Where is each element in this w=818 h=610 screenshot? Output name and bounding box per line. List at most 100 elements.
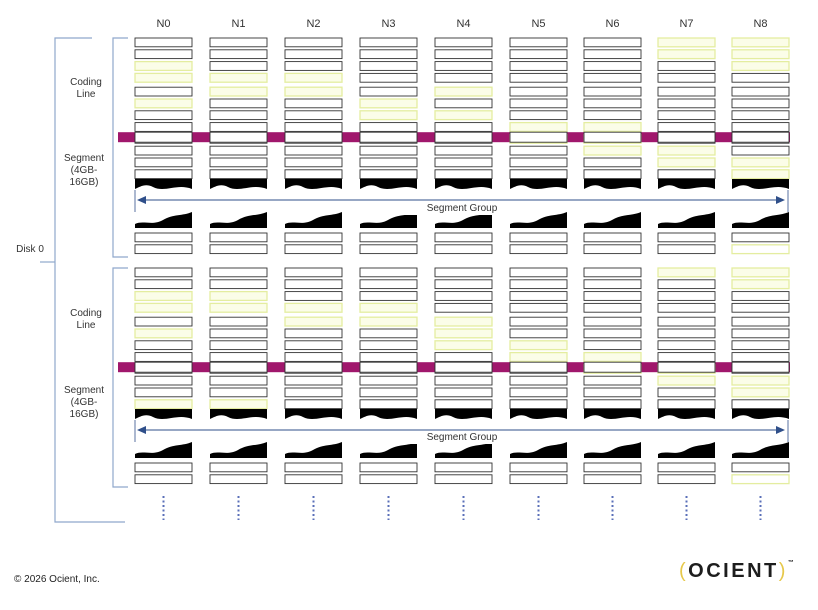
segment-cell [657,61,716,71]
segment-cell-highlighted [434,316,493,327]
segment-break-bottom [210,409,267,419]
segment-break-top [210,442,267,458]
segment-cell [284,122,343,132]
segment-cell [284,399,343,410]
node-column [209,267,268,485]
segment-cell-highlighted [731,37,790,48]
segment-cell [657,169,716,180]
segment-cell-highlighted [134,290,193,302]
segment-cell-highlighted [731,169,790,180]
segment-cell [434,375,493,386]
segment-cell [434,302,493,313]
segment-cell [284,157,343,168]
segment-cell [209,49,268,60]
segment-cell [284,169,343,180]
coding-line-cell [583,361,642,373]
coding-line-cell [434,131,493,143]
coding-line-cell [284,361,343,373]
segment-cell-highlighted [583,121,642,133]
segment-label-line3: 16GB) [69,409,99,420]
segment-cell [134,37,193,48]
coding-line-cell [209,361,268,373]
segment-cell [509,316,568,327]
segment-cell-highlighted [731,279,790,290]
segment-cell-highlighted [657,145,716,156]
coding-line-cell [359,131,418,143]
segment-cell [731,340,790,351]
segment-group-label: Segment Group [404,203,520,215]
segment-cell-highlighted [209,290,268,302]
coding-line-cell [657,131,716,143]
segment-cell [359,49,418,60]
segment-cell [731,110,790,121]
segment-cell-highlighted [434,86,493,97]
segment-cell [359,37,418,48]
segment-cell [434,122,493,132]
segment-cell [731,291,790,301]
segment-cell [209,169,268,180]
coding-line-cell [434,361,493,373]
segment-cell [134,86,193,97]
segment-label-line2: (4GB- [70,165,98,176]
segment-cell [134,267,193,278]
segment-cell [284,474,343,485]
coding-line-label: Coding Line [58,77,114,101]
segment-cell [657,316,716,327]
segment-cell [434,279,493,290]
segment-cell-highlighted [657,37,716,48]
segment-cell [657,122,716,132]
segment-cell [657,291,716,301]
segment-cell [434,157,493,168]
segment-cell [134,157,193,168]
node-column [359,267,418,485]
segment-cell [134,244,193,255]
segment-cell [134,145,193,156]
coding-line-label-line1: Coding [70,77,102,88]
segment-cell [657,244,716,255]
disk-label: Disk 0 [16,244,44,255]
segment-cell [583,387,642,398]
segment-cell [434,244,493,255]
segment-cell [509,462,568,473]
segment-cell [583,462,642,473]
segment-cell [359,86,418,97]
segment-cell [509,110,568,121]
coding-line-label-line2: Line [76,89,96,100]
segment-cell [434,98,493,109]
segment-cell [134,122,193,132]
segment-cell [731,316,790,327]
segment-cell [209,232,268,243]
segment-cell [731,122,790,132]
segment-cell [583,37,642,48]
segment-cell [583,375,642,386]
segment-cell-highlighted [209,399,268,410]
segment-cell-highlighted [134,72,193,83]
segment-cell-highlighted [583,145,642,156]
segment-cell [284,328,343,339]
segment-cell [209,352,268,362]
segment-cell [209,145,268,156]
node-column [434,37,493,255]
node-label: N5 [531,18,546,30]
segment-cell [583,169,642,180]
segment-cell-highlighted [657,157,716,168]
segment-cell [583,86,642,97]
segment-cell [583,61,642,71]
logo-open-paren: ( [679,560,689,582]
segment-break-top [510,442,567,458]
segment-cell [359,328,418,339]
segment-cell [359,462,418,473]
segment-cell [657,462,716,473]
segment-cell-highlighted [284,302,343,313]
segment-cell-highlighted [209,72,268,83]
segment-cell [359,375,418,386]
segment-cell-highlighted [731,375,790,386]
segment-cell [284,232,343,243]
segment-cell [209,122,268,132]
segment-cell [359,352,418,362]
segment-group-label: Segment Group [404,432,520,444]
segment-cell [731,232,790,243]
segment-break-bottom [360,409,417,419]
